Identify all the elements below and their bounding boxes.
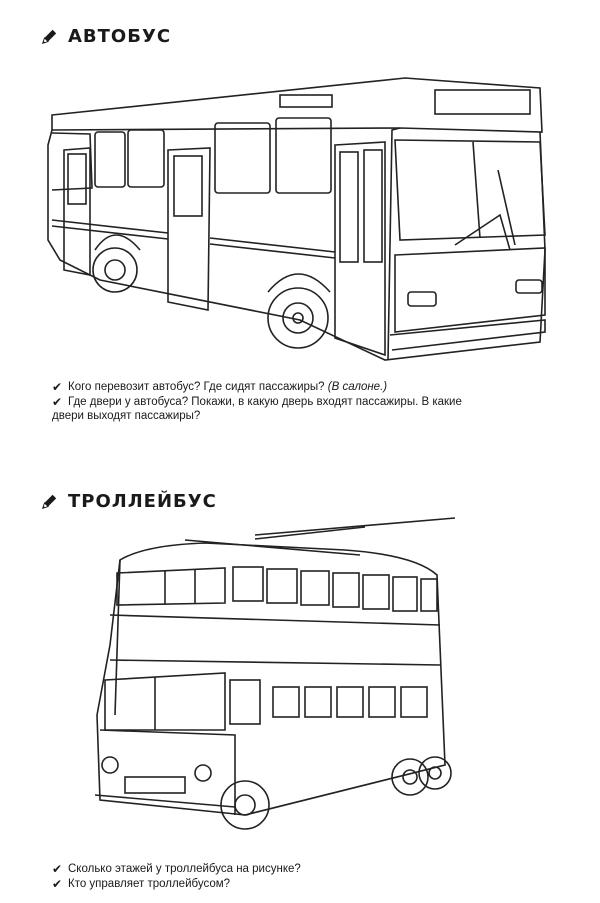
question-text: Сколько этажей у троллейбуса на рисунке?	[68, 863, 301, 875]
check-icon: ✔	[52, 394, 63, 409]
section-title: ТРОЛЛЕЙБУС	[68, 491, 217, 512]
trolleybus-illustration	[94, 517, 456, 830]
question-text: Где двери у автобуса? Покажи, в какую дв…	[68, 395, 462, 408]
check-icon: ✔	[52, 380, 63, 394]
question-item: ✔ Сколько этажей у троллейбуса на рисунк…	[52, 862, 552, 877]
question-item: ✔ Кого перевозит автобус? Где сидят пасс…	[52, 380, 552, 395]
question-text: двери выходят пассажиры?	[52, 410, 201, 422]
check-icon: ✔	[52, 862, 63, 876]
question-item: ✔ Кто управляет троллейбусом?	[52, 877, 552, 892]
section-heading-trolleybus: ТРОЛЛЕЙБУС	[40, 491, 217, 512]
section-title: АВТОБУС	[68, 26, 172, 47]
bus-illustration	[47, 77, 546, 361]
question-text: Кто управляет троллейбусом?	[68, 877, 231, 890]
check-icon: ✔	[52, 876, 63, 891]
bus-questions: ✔ Кого перевозит автобус? Где сидят пасс…	[52, 380, 552, 424]
question-item: ✔ Где двери у автобуса? Покажи, в какую …	[52, 395, 552, 410]
question-text: Кого перевозит автобус? Где сидят пассаж…	[68, 381, 325, 393]
pencil-icon	[41, 29, 57, 44]
trolleybus-questions: ✔ Сколько этажей у троллейбуса на рисунк…	[52, 862, 552, 891]
section-heading-bus: АВТОБУС	[40, 26, 171, 47]
question-note: (В салоне.)	[327, 381, 388, 393]
pencil-icon	[41, 494, 57, 509]
question-continuation: двери выходят пассажиры?	[52, 409, 552, 424]
